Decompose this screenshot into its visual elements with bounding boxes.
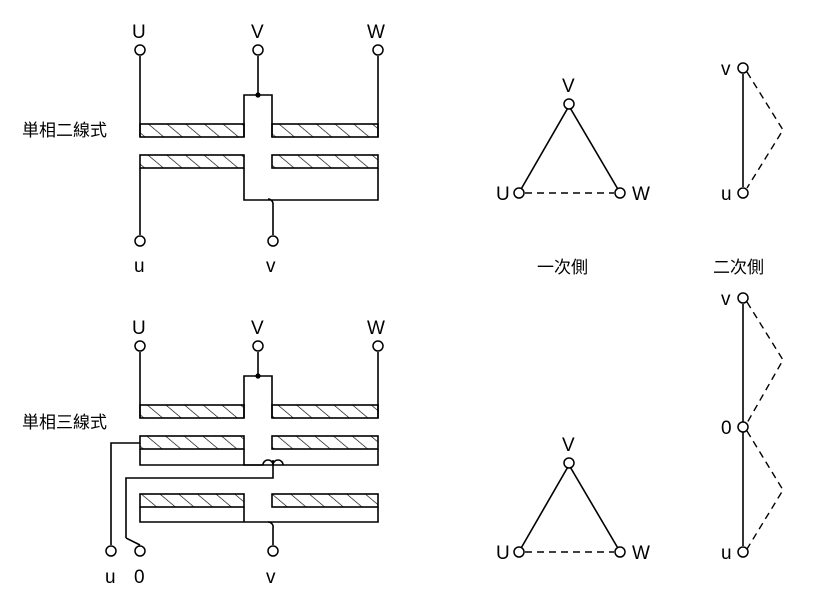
secondary-coil-lower-left <box>139 493 245 508</box>
terminal-label-V-2: V <box>251 318 264 339</box>
vector-node-v-top <box>737 62 749 74</box>
primary-winding-2 <box>139 352 379 419</box>
terminal-u-2 <box>105 545 117 557</box>
vector-node-u-bottom <box>737 546 749 558</box>
vector-label-W-top: W <box>632 184 650 205</box>
terminal-W <box>372 44 384 56</box>
terminal-V <box>252 44 264 56</box>
primary-vector-triangle-top: V U W <box>496 76 650 205</box>
secondary-coil-upper-left <box>139 435 245 450</box>
terminal-label-V: V <box>251 22 264 43</box>
primary-coil-left-2 <box>139 404 245 419</box>
primary-coil-right <box>271 123 379 138</box>
vector-node-U-top <box>513 187 525 199</box>
vector-label-U-top: U <box>496 184 510 205</box>
terminal-label-0: 0 <box>134 567 145 588</box>
terminal-label-v-2: v <box>266 567 276 588</box>
vector-node-0 <box>737 421 749 433</box>
vector-label-V-top: V <box>562 76 575 97</box>
terminal-label-U: U <box>132 22 146 43</box>
vector-node-V-bottom <box>563 457 575 469</box>
terminal-v <box>267 235 279 247</box>
vector-node-V-top <box>563 98 575 110</box>
vector-node-W-top <box>614 187 626 199</box>
primary-vector-triangle-bottom: V U W <box>496 435 650 564</box>
secondary-winding-upper <box>110 435 379 545</box>
three-wire-circuit: 単相三線式 U V W <box>22 318 385 588</box>
vector-label-u-top: u <box>721 184 732 205</box>
terminal-v-2 <box>267 545 279 557</box>
terminal-label-u: u <box>134 256 145 277</box>
primary-coil-left <box>139 123 245 138</box>
vector-node-U-bottom <box>513 546 525 558</box>
terminal-label-v: v <box>266 256 276 277</box>
primary-coil-right-2 <box>271 404 379 419</box>
terminal-label-u-2: u <box>105 567 116 588</box>
secondary-winding <box>139 154 379 235</box>
terminal-u <box>134 235 146 247</box>
terminal-label-W-2: W <box>367 318 385 339</box>
vector-label-v-top: v <box>721 59 731 80</box>
vector-node-u-top <box>737 187 749 199</box>
secondary-coil-left <box>139 154 245 169</box>
primary-winding <box>139 56 379 138</box>
vector-label-0: 0 <box>721 418 732 439</box>
secondary-coil-right <box>271 154 379 169</box>
terminal-label-W: W <box>367 22 385 43</box>
three-wire-title: 単相三線式 <box>22 413 107 433</box>
vector-label-u-bottom: u <box>721 543 732 564</box>
terminal-V-2 <box>252 340 264 352</box>
two-wire-title: 単相二線式 <box>22 121 107 141</box>
vector-label-v-bottom: v <box>721 289 731 310</box>
secondary-coil-upper-right <box>271 435 379 450</box>
vector-label-V-bottom: V <box>562 435 575 456</box>
vector-label-W-bottom: W <box>632 543 650 564</box>
terminal-0 <box>134 545 146 557</box>
vector-node-W-bottom <box>614 546 626 558</box>
vector-node-v-bottom <box>737 292 749 304</box>
secondary-vector-top: v u <box>721 59 784 205</box>
terminal-label-U-2: U <box>132 318 146 339</box>
secondary-winding-lower <box>125 460 379 546</box>
secondary-coil-lower-right <box>271 493 379 508</box>
two-wire-circuit: 単相二線式 U V W u v <box>22 22 385 277</box>
terminal-U <box>134 44 146 56</box>
primary-side-label: 一次側 <box>537 258 588 278</box>
secondary-vector-bottom: v 0 u <box>721 289 784 564</box>
vector-label-U-bottom: U <box>496 543 510 564</box>
terminal-U-2 <box>134 340 146 352</box>
secondary-side-label: 二次側 <box>713 258 764 278</box>
terminal-W-2 <box>372 340 384 352</box>
